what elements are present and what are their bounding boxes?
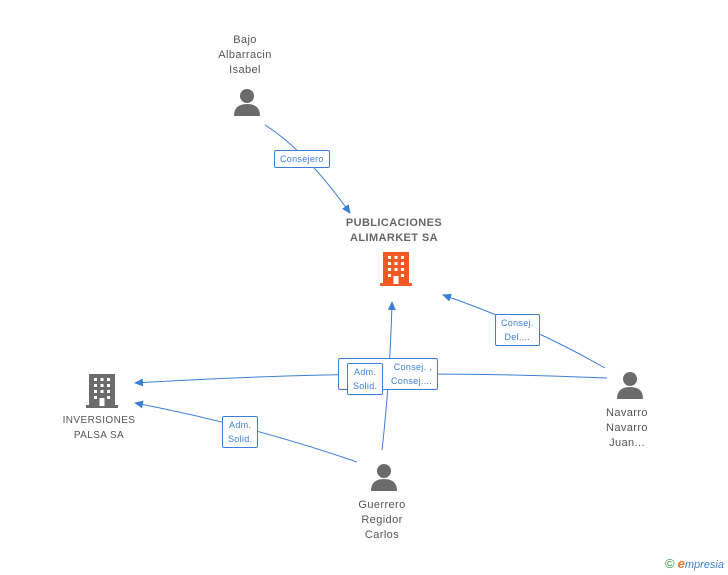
node-label-guerrero[interactable]: Guerrero Regidor Carlos	[346, 498, 418, 543]
edge-label-line: Del....	[504, 332, 531, 342]
node-label-line: ALIMARKET SA	[350, 232, 438, 244]
node-label-line: Navarro	[606, 422, 648, 434]
edge-label-line: Solid.	[228, 434, 253, 444]
person-icon-bajo[interactable]	[234, 89, 260, 116]
node-label-line: Juan...	[609, 437, 645, 449]
node-label-line: INVERSIONES	[62, 415, 136, 426]
building-icon-publicaciones[interactable]	[380, 252, 412, 286]
empresia-brand[interactable]: ©empresia	[665, 556, 724, 571]
node-label-line: Carlos	[364, 529, 400, 541]
edge-label-line: Consej....	[390, 376, 432, 386]
node-label-line: Guerrero	[358, 499, 406, 511]
edge-label-line: Consej. ,	[393, 362, 432, 372]
node-label-line: Regidor	[361, 514, 403, 526]
edge-label-adm-solid-inversiones[interactable]: Adm. Solid.	[222, 416, 259, 448]
node-label-bajo[interactable]: Bajo Albarracin Isabel	[205, 33, 285, 78]
brand-initial: e	[677, 556, 685, 571]
edge-label-line: Adm.	[229, 420, 252, 430]
node-label-publicaciones[interactable]: PUBLICACIONES ALIMARKET SA	[334, 216, 454, 246]
edge-label-line: Adm.	[354, 367, 377, 377]
person-icon-guerrero[interactable]	[371, 464, 397, 491]
building-icon-inversiones[interactable]	[86, 374, 118, 408]
edge-label-consej-del[interactable]: Consej. Del....	[495, 314, 540, 346]
node-label-line: PUBLICACIONES	[345, 217, 443, 229]
edge-label-line: Consejero	[280, 154, 324, 164]
node-label-line: Albarracin	[218, 49, 272, 61]
node-label-navarro[interactable]: Navarro Navarro Juan...	[592, 406, 662, 451]
edge-label-line: Consej.	[501, 318, 534, 328]
node-label-line: Bajo	[233, 34, 257, 46]
brand-name: mpresia	[684, 559, 724, 571]
edge-label-line: Solid.	[353, 381, 378, 391]
node-label-inversiones[interactable]: INVERSIONES PALSA SA	[54, 413, 144, 443]
node-label-line: Isabel	[229, 64, 261, 76]
edge-bajo-publicaciones	[264, 124, 351, 214]
copyright-icon: ©	[665, 556, 675, 571]
edge-label-consejero[interactable]: Consejero	[274, 150, 330, 168]
edge-label-adm-solid-front[interactable]: Adm. Solid.	[347, 363, 384, 395]
person-icon-navarro[interactable]	[617, 372, 643, 399]
node-label-line: Navarro	[606, 407, 648, 419]
node-label-line: PALSA SA	[73, 430, 125, 441]
